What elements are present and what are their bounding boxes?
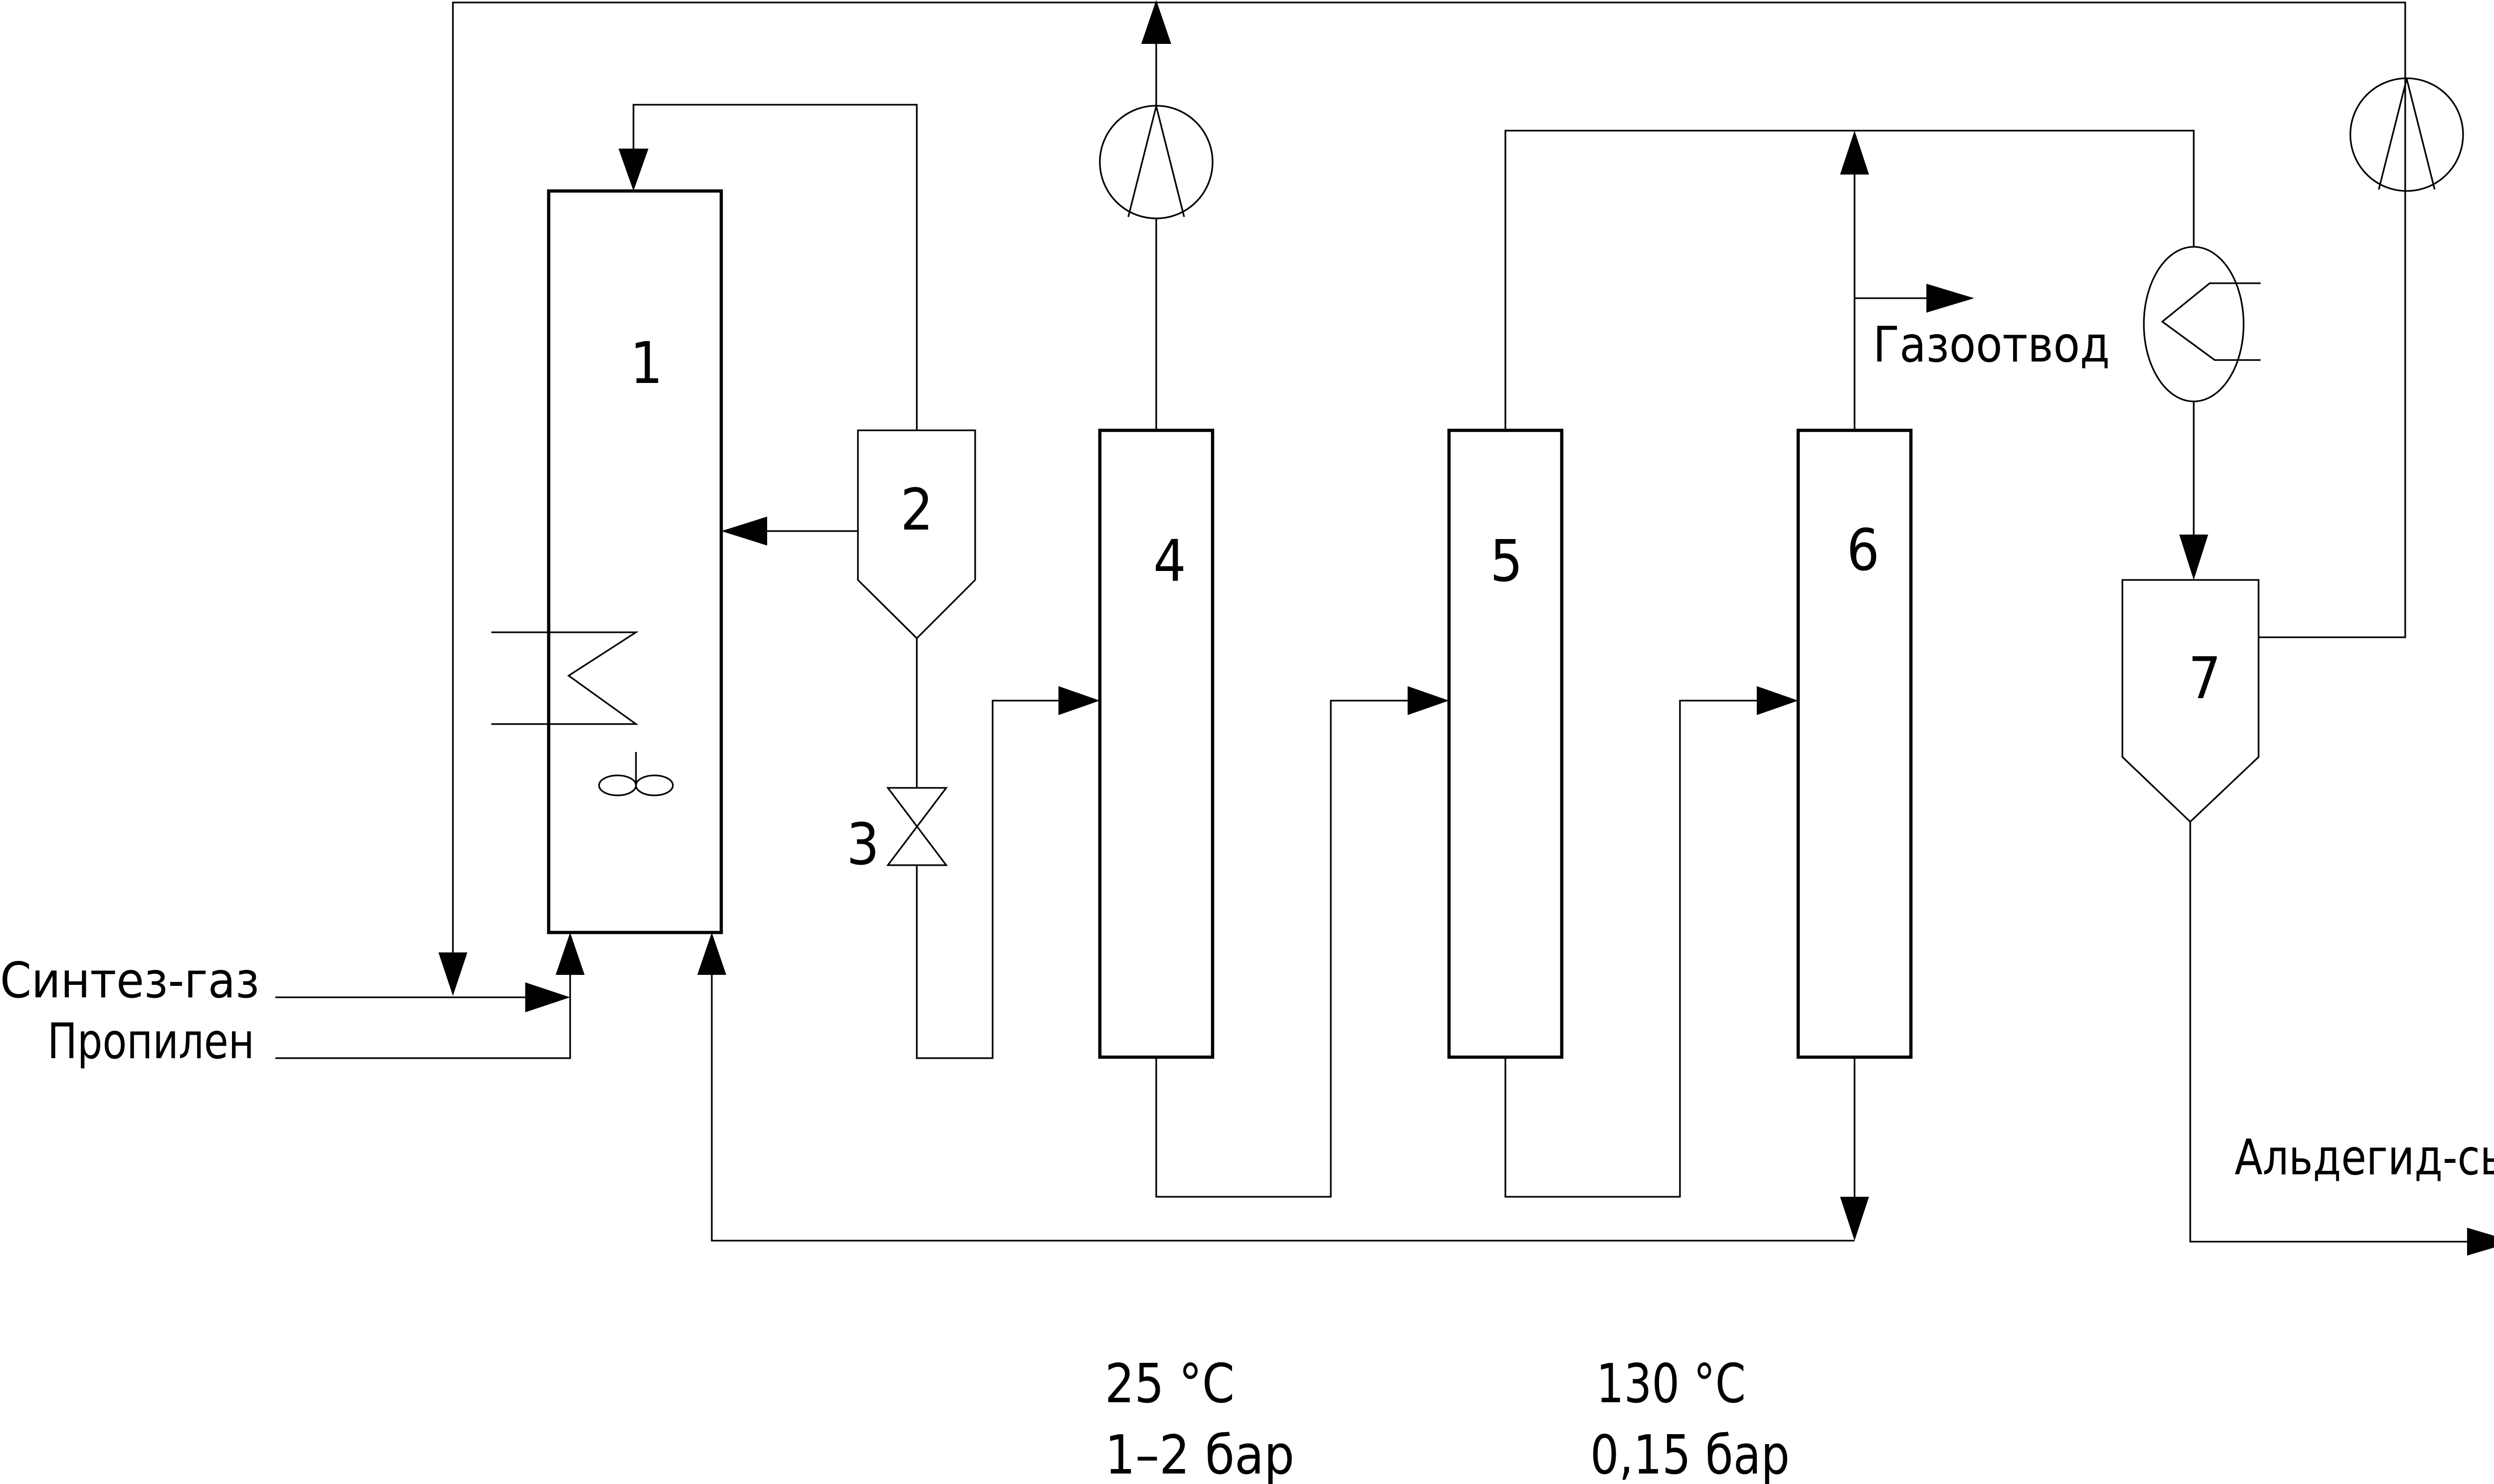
col4-pressure: 1–2 бар xyxy=(1105,1424,1294,1484)
line-col4-to-col5 xyxy=(1155,700,1421,1198)
col4-temperature: 25 °C xyxy=(1105,1353,1235,1415)
stream-label-aldehyde: Альдегид-сырец xyxy=(2235,1129,2494,1186)
column-4 xyxy=(1098,428,1215,1059)
unit-label-1: 1 xyxy=(630,330,663,397)
reactor-heat-exchanger xyxy=(491,631,639,725)
stream-label-propylene: Пропилен xyxy=(47,1013,254,1070)
line-aldehyde-out xyxy=(2189,822,2469,1243)
column-5 xyxy=(1447,428,1564,1059)
line-valve-to-col4 xyxy=(916,700,1071,1059)
unit-label-7: 7 xyxy=(2188,645,2221,712)
arrow-icon xyxy=(1058,686,1100,715)
line-sep7-recycle xyxy=(2259,191,2406,638)
stirrer-icon xyxy=(598,752,674,796)
col5-pressure: 0,15 бар xyxy=(1590,1424,1790,1484)
arrow-icon xyxy=(619,149,648,191)
arrow-icon xyxy=(1840,131,1869,175)
arrow-icon xyxy=(1840,1197,1869,1241)
arrow-icon xyxy=(1141,0,1171,44)
condenser-icon xyxy=(2143,246,2261,402)
unit-label-3: 3 xyxy=(846,811,879,878)
unit-label-2: 2 xyxy=(900,477,933,544)
column-6 xyxy=(1796,428,1913,1059)
valve-3-icon xyxy=(886,787,948,866)
recycle-line-top xyxy=(452,1,2406,958)
line-bottoms-recycle xyxy=(711,967,1855,1242)
line-col5-overhead xyxy=(1504,130,2195,430)
line-sep2-top-return xyxy=(632,104,918,430)
reactor-1 xyxy=(547,189,723,934)
arrow-icon xyxy=(556,932,585,975)
stream-label-syngas: Синтез-газ xyxy=(0,952,259,1009)
arrow-icon xyxy=(1757,686,1798,715)
arrow-icon xyxy=(697,932,726,975)
unit-label-6: 6 xyxy=(1847,517,1879,584)
col5-temperature: 130 °C xyxy=(1596,1353,1746,1415)
arrow-icon xyxy=(438,952,467,996)
unit-label-5: 5 xyxy=(1490,528,1523,595)
arrow-icon xyxy=(1926,284,1974,313)
line-propylene xyxy=(275,954,571,1059)
arrow-icon xyxy=(1408,686,1449,715)
separator-2 xyxy=(857,429,976,640)
arrow-icon xyxy=(525,982,570,1012)
arrow-icon xyxy=(2467,1228,2494,1256)
compressor-right-icon xyxy=(2349,77,2464,192)
arrow-icon xyxy=(2179,535,2208,580)
separator-7 xyxy=(2121,579,2260,823)
line-col5-to-col6 xyxy=(1504,700,1770,1198)
arrow-icon xyxy=(721,517,767,546)
unit-label-4: 4 xyxy=(1153,528,1186,595)
compressor-top-icon xyxy=(1099,105,1214,219)
stream-label-offgas: Газоотвод xyxy=(1873,317,2110,373)
